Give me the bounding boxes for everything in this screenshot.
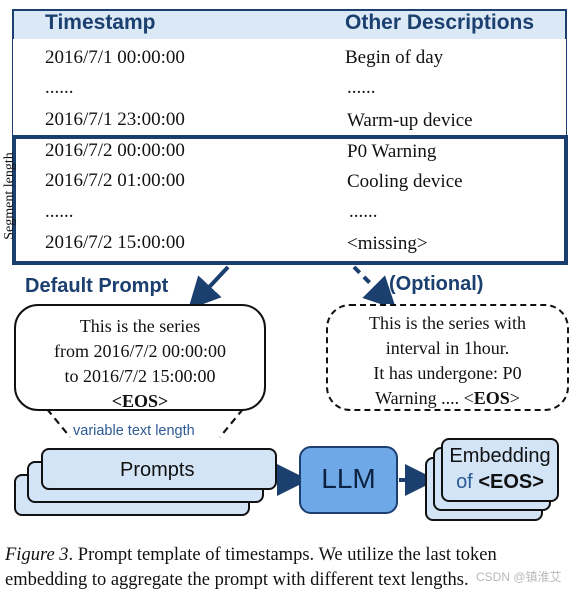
embedding-card-front [441,438,559,502]
optional-prompt-arrow [352,265,397,310]
eos-token: <EOS> [111,391,169,411]
prompts-label: Prompts [120,459,195,481]
figure-caption: Figure 3. Prompt template of timestamps.… [5,543,580,593]
default-prompt-arrow [188,265,230,310]
watermark: CSDN @镇淮艾 [476,570,562,584]
prompt-card-front [41,448,277,490]
eos-token: EOS [473,388,510,408]
table-row: Warm-up device [347,110,473,131]
optional-prompt-line: This is the series with [369,313,526,333]
optional-prompt-line: It has undergone: P0 [373,363,522,383]
embedding-title: Embedding [449,445,551,467]
table-row: 2016/7/1 00:00:00 [45,47,185,68]
default-prompt-line: to 2016/7/2 15:00:00 [64,366,216,386]
optional-title: (Optional) [389,273,484,295]
table-row: <missing> [347,233,428,254]
optional-prompt-bubble: This is the series with interval in 1hou… [326,304,569,411]
table-row: ...... [347,77,376,98]
table-row: ...... [45,77,74,98]
eos-token: <EOS> [478,471,544,493]
table-row: Begin of day [345,47,444,68]
embedding-of: of [456,471,473,493]
default-prompt-line: from 2016/7/2 00:00:00 [54,341,226,361]
variable-text-length-label: variable text length [73,423,195,439]
tail-right-line [219,408,244,438]
figure-number: Figure 3 [5,545,69,565]
timestamp-column-header: Timestamp [45,11,156,34]
table-row: 2016/7/1 23:00:00 [45,109,185,130]
embedding-label: Embedding of <EOS> [442,443,558,495]
default-prompt-bubble: This is the series from 2016/7/2 00:00:0… [14,304,266,411]
optional-prompt-text: > [509,388,520,408]
table-row: 2016/7/2 00:00:00 [45,140,185,161]
table-row: P0 Warning [347,141,437,162]
llm-block: LLM [299,446,398,514]
default-prompt-title: Default Prompt [25,275,169,297]
tail-left-line [46,408,71,438]
table-row: Cooling device [347,171,463,192]
segment-highlight-box [12,135,568,265]
optional-prompt-line: interval in 1hour. [385,338,510,358]
optional-prompt-line: Warning .... <EOS> [328,386,567,411]
table-row: ...... [349,201,378,222]
table-row: 2016/7/2 01:00:00 [45,170,185,191]
table-row: ...... [45,201,74,222]
descriptions-column-header: Other Descriptions [345,11,535,34]
caption-text: . Prompt template of timestamps. We util… [5,545,497,590]
table-row: 2016/7/2 15:00:00 [45,232,185,253]
default-prompt-line: This is the series [79,316,201,336]
optional-prompt-text: Warning .... < [375,388,474,408]
